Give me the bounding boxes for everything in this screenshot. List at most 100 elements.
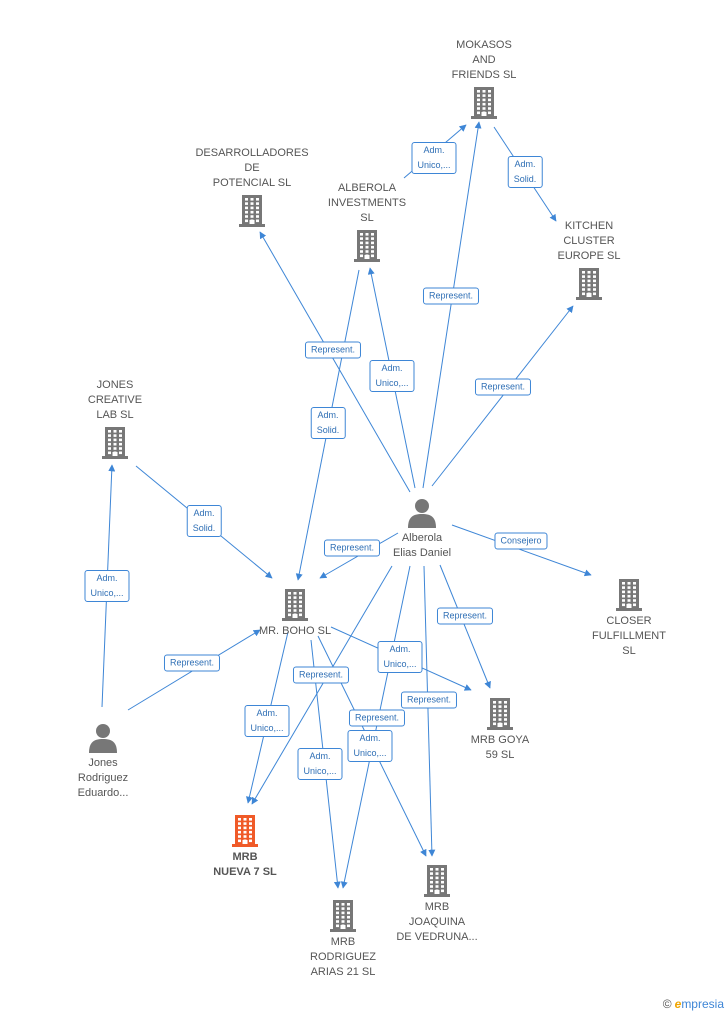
edge-label-alberola_elias-to-desarrolladores[interactable]: Represent. [304, 341, 362, 359]
node-label-line: FRIENDS SL [451, 69, 517, 81]
edge-label-line: Adm. [423, 145, 445, 155]
edge-label-jones_rodriguez-to-jones_creative[interactable]: Adm.Unico,... [84, 570, 130, 602]
node-label-line: MR. BOHO SL [258, 625, 332, 637]
building-icon-mrb_nueva[interactable] [232, 815, 258, 852]
building-icon-mrb_goya[interactable] [487, 698, 513, 735]
person-icon-alberola_elias[interactable] [407, 498, 437, 533]
edge-label-line: Unico,... [417, 160, 451, 170]
edge-alberola_elias-to-mrb_rodriguez [340, 565, 411, 889]
edge-label-alberola_elias-to-mrb_goya[interactable]: Represent. [436, 607, 494, 625]
edge-label-mr_boho-to-mrb_joaquina[interactable]: Represent. [348, 709, 406, 727]
edge-label-line: Adm. [514, 159, 536, 169]
edge-label-line: Unico,... [250, 723, 284, 733]
edge-label-mr_boho-to-mrb_nueva[interactable]: Adm. Unico,... [244, 705, 290, 737]
node-label-line: JOAQUINA [408, 916, 466, 928]
node-label-kitchen[interactable]: KITCHEN CLUSTER EUROPE SL [558, 219, 621, 264]
edge-label-mr_boho-to-mrb_rodriguez[interactable]: Adm.Unico,... [297, 748, 343, 780]
edge-label-alberola_elias-to-mr_boho[interactable]: Represent. [323, 539, 381, 557]
edge-label-line: Solid. [513, 174, 537, 184]
edge-label-alberola_elias-to-mrb_rodriguez[interactable]: Adm.Unico,... [347, 730, 393, 762]
node-label-line: Jones [88, 757, 118, 769]
building-icon-jones_creative[interactable] [102, 427, 128, 464]
edge-label-line: Adm. [389, 644, 411, 654]
node-label-line: FULFILLMENT [592, 630, 666, 642]
node-label-line: POTENCIAL SL [212, 177, 292, 189]
node-label-line: DE VEDRUNA... [396, 931, 478, 943]
node-label-line: SL [360, 212, 374, 224]
edge-label-line: Adm. [317, 410, 339, 420]
edge-alberola_elias-to-mrb_goya [439, 564, 491, 689]
edge-label-line: Represent. [406, 694, 452, 705]
edge-alberola_elias-to-mrb_nueva [251, 565, 393, 805]
edge-alberola_elias-to-desarrolladores [259, 231, 411, 493]
edge-label-alberola_elias-to-alberola_inv[interactable]: Adm. Unico,... [369, 360, 415, 392]
edge-label-line: Unico,... [375, 378, 409, 388]
node-label-line: SL [622, 645, 636, 657]
edge-label-alberola_inv-to-mokasos[interactable]: Adm. Unico,... [411, 142, 457, 174]
edge-label-alberola_elias-to-mrb_nueva[interactable]: Represent. [292, 666, 350, 684]
edge-alberola_elias-to-mrb_joaquina [423, 565, 436, 857]
edge-label-alberola_elias-to-kitchen[interactable]: Represent. [474, 378, 532, 396]
node-label-line: Elias Daniel [392, 547, 452, 559]
edge-label-line: Solid. [192, 523, 216, 533]
copyright-symbol: © [662, 997, 672, 1011]
building-icon-kitchen[interactable] [576, 268, 602, 305]
node-label-line: MRB [232, 851, 258, 863]
node-label-line: Alberola [401, 532, 443, 544]
building-icon-desarrolladores[interactable] [239, 195, 265, 232]
node-label-line: DE [244, 162, 260, 174]
node-label-line: Eduardo... [77, 787, 129, 799]
node-label-closer[interactable]: CLOSER FULFILLMENT SL [592, 614, 666, 659]
edge-label-line: Adm. [381, 363, 403, 373]
edge-alberola_elias-to-mokasos [422, 121, 482, 489]
node-label-line: EUROPE SL [557, 250, 621, 262]
edge-label-alberola_elias-to-mokasos[interactable]: Represent. [422, 287, 480, 305]
node-label-desarrolladores[interactable]: DESARROLLADORES DE POTENCIAL SL [195, 146, 308, 191]
node-label-line: CLOSER [606, 615, 652, 627]
edge-label-line: Represent. [329, 542, 375, 553]
building-icon-closer[interactable] [616, 579, 642, 616]
building-icon-alberola_inv[interactable] [354, 230, 380, 267]
person-icon-jones_rodriguez[interactable] [88, 723, 118, 758]
edge-label-line: Adm. [193, 508, 215, 518]
edge-label-line: Represent. [428, 290, 474, 301]
edge-label-line: Represent. [442, 610, 488, 621]
edge-alberola_elias-to-kitchen [431, 305, 574, 487]
node-label-line: CLUSTER [563, 235, 615, 247]
node-label-mr_boho[interactable]: MR. BOHO SL [259, 624, 331, 639]
edge-label-alberola_elias-to-mrb_joaquina[interactable]: Represent. [400, 691, 458, 709]
brand-initial: e [674, 997, 682, 1011]
edge-label-line: Adm. [256, 708, 278, 718]
node-label-line: DESARROLLADORES [195, 147, 309, 159]
edge-label-line: Unico,... [383, 659, 417, 669]
edge-label-alberola_inv-to-mr_boho[interactable]: Adm. Solid. [310, 407, 346, 439]
edge-label-line: Solid. [316, 425, 340, 435]
edge-label-line: Represent. [298, 669, 344, 680]
building-icon-mokasos[interactable] [471, 87, 497, 124]
edge-label-jones_rodriguez-to-mr_boho[interactable]: Represent. [163, 654, 221, 672]
edge-label-alberola_elias-to-closer[interactable]: Consejero [494, 532, 548, 550]
edge-label-line: Represent. [310, 344, 356, 355]
node-label-line: INVESTMENTS [327, 197, 407, 209]
edge-label-mokasos-to-kitchen[interactable]: Adm. Solid. [507, 156, 543, 188]
building-icon-mrb_joaquina[interactable] [424, 865, 450, 902]
edge-label-jones_creative-to-mr_boho[interactable]: Adm. Solid. [186, 505, 222, 537]
node-label-line: KITCHEN [564, 220, 614, 232]
node-label-line: LAB SL [96, 409, 134, 421]
edge-label-line: Adm. [96, 573, 118, 583]
building-icon-mr_boho[interactable] [282, 589, 308, 626]
edge-label-mr_boho-to-mrb_goya[interactable]: Adm. Unico,... [377, 641, 423, 673]
edge-label-line: Represent. [354, 712, 400, 723]
node-label-line: ARIAS 21 SL [310, 966, 376, 978]
building-icon-mrb_rodriguez[interactable] [330, 900, 356, 937]
